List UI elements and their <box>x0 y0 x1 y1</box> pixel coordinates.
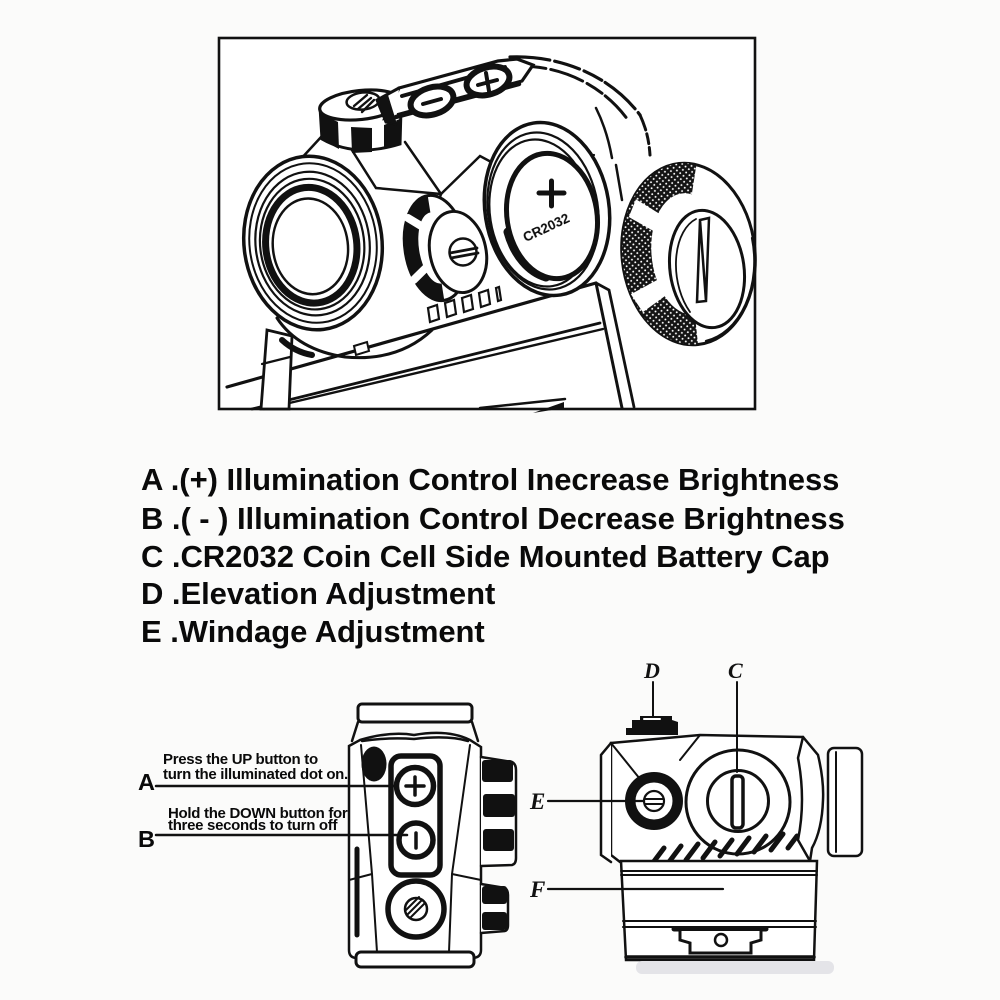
svg-text:E: E <box>529 789 545 814</box>
svg-text:turn the illuminated dot on.: turn the illuminated dot on. <box>163 766 348 783</box>
svg-text:C .CR2032 Coin Cell Side Mount: C .CR2032 Coin Cell Side Mounted Battery… <box>141 539 830 574</box>
svg-text:A .(+) Illumination Control In: A .(+) Illumination Control Inecrease Br… <box>141 462 839 497</box>
svg-text:D .Elevation Adjustment: D .Elevation Adjustment <box>141 576 495 611</box>
svg-text:B .( - ) Illumination Control: B .( - ) Illumination Control Decrease B… <box>141 501 845 536</box>
svg-text:D: D <box>643 658 660 683</box>
svg-text:Press the UP button to: Press the UP button to <box>163 751 318 768</box>
svg-text:B: B <box>138 826 155 852</box>
svg-text:three seconds to turn off: three seconds to turn off <box>168 817 338 834</box>
svg-text:A: A <box>138 769 155 795</box>
svg-text:Hold the DOWN button for: Hold the DOWN button for <box>168 805 348 822</box>
svg-text:E .Windage Adjustment: E .Windage Adjustment <box>141 614 485 649</box>
svg-text:C: C <box>728 658 743 683</box>
svg-text:F: F <box>529 877 545 902</box>
